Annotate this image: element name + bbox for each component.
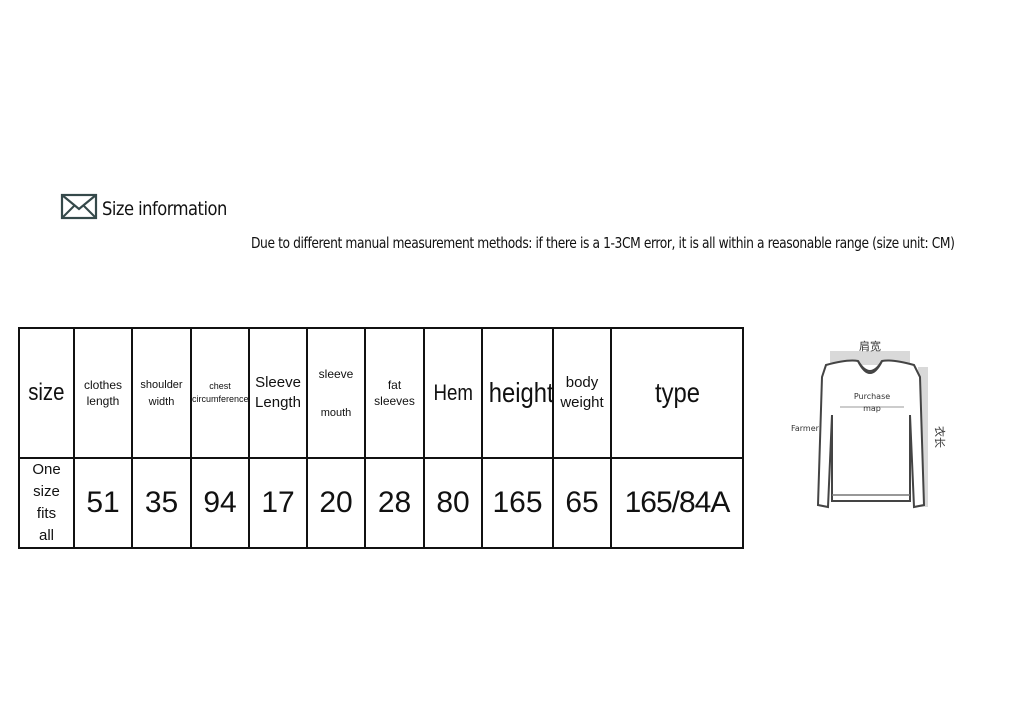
shoulder-width-label: 肩宽 [859, 339, 881, 353]
size-info-header: Size information [60, 192, 247, 222]
size-table: size clothes length shoulder width chest… [18, 327, 744, 549]
map-label: map [863, 404, 881, 413]
farmer-label: Farmer [791, 424, 820, 433]
header-chest-circumference: chest circumference [190, 327, 250, 459]
sweater-outline [816, 359, 926, 509]
header-body-weight: body weight [552, 327, 612, 459]
value-fat-sleeves: 28 [364, 457, 425, 549]
value-type: 165/84A [610, 457, 744, 549]
header-sleeve-mouth: sleeve mouth [306, 327, 366, 459]
value-chest-circumference: 94 [190, 457, 250, 549]
value-hem: 80 [423, 457, 483, 549]
page-title: Size information [102, 198, 227, 220]
header-shoulder-width: shoulder width [131, 327, 192, 459]
value-sleeve-mouth: 20 [306, 457, 366, 549]
envelope-icon [60, 193, 98, 220]
value-clothes-length: 51 [73, 457, 133, 549]
sweater-diagram: 肩宽 衣长 Purchase map Farmer [791, 339, 946, 509]
value-sleeve-length: 17 [248, 457, 308, 549]
header-clothes-length: clothes length [73, 327, 133, 459]
sweater-neckline [857, 360, 883, 372]
measurement-note: Due to different manual measurement meth… [251, 234, 955, 252]
length-band [918, 367, 928, 507]
header-hem: Hem [423, 327, 483, 459]
table-row: One size fits all 51 35 94 17 20 28 80 1… [18, 457, 744, 549]
length-label: 衣长 [933, 426, 946, 448]
header-type: type [610, 327, 744, 459]
header-size: size [18, 327, 75, 459]
header-fat-sleeves: fat sleeves [364, 327, 425, 459]
table-header-row: size clothes length shoulder width chest… [18, 327, 744, 459]
header-height: height [481, 327, 554, 459]
purchase-label: Purchase [854, 392, 890, 401]
value-height: 165 [481, 457, 554, 549]
value-size: One size fits all [18, 457, 75, 549]
header-sleeve-length: Sleeve Length [248, 327, 308, 459]
value-body-weight: 65 [552, 457, 612, 549]
value-shoulder-width: 35 [131, 457, 192, 549]
